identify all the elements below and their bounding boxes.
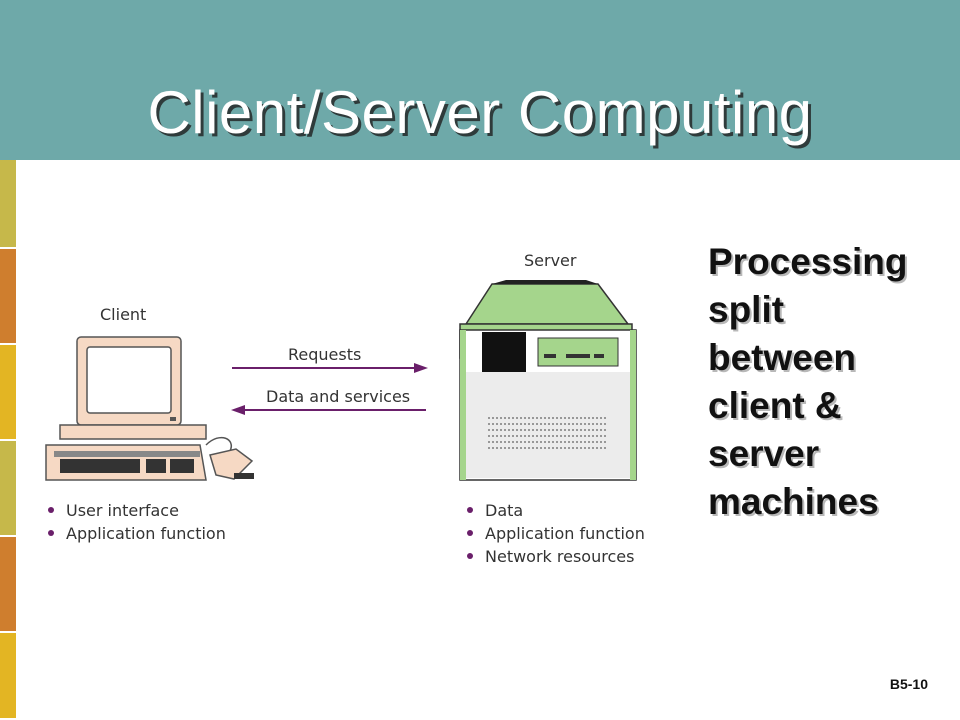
client-bullet-text: User interface	[66, 501, 179, 520]
caption-line: server	[708, 433, 820, 474]
caption-line: client &	[708, 385, 842, 426]
client-bullet-item: Application function	[46, 522, 226, 545]
caption-line: split	[708, 289, 785, 330]
title-bar: Client/Server Computing	[0, 0, 960, 160]
server-bullet-list: Data Application function Network resour…	[465, 499, 645, 568]
server-bullet-item: Network resources	[465, 545, 645, 568]
client-bullet-text: Application function	[66, 524, 226, 543]
data-and-services-label: Data and services	[266, 387, 411, 406]
bullet-dot-icon	[467, 553, 473, 559]
caption-line: between	[708, 337, 857, 378]
bullet-dot-icon	[48, 507, 54, 513]
client-label: Client	[100, 305, 147, 324]
sidebar-segment	[0, 537, 16, 633]
bullet-dot-icon	[467, 507, 473, 513]
caption-line: Processing	[708, 241, 908, 282]
client-server-diagram: Client Server Requests Data and services	[0, 160, 700, 600]
requests-arrow	[232, 363, 428, 373]
sidebar-accent	[0, 160, 16, 720]
client-bullet-item: User interface	[46, 499, 226, 522]
server-machine-icon	[459, 280, 637, 481]
sidebar-segment	[0, 441, 16, 537]
slide-number: B5-10	[889, 676, 928, 692]
sidebar-segment	[0, 633, 16, 720]
sidebar-segment	[0, 249, 16, 345]
bullet-dot-icon	[467, 530, 473, 536]
server-bullet-text: Application function	[485, 524, 645, 543]
requests-label: Requests	[288, 345, 362, 364]
bullet-dot-icon	[48, 530, 54, 536]
server-bullet-item: Data	[465, 499, 645, 522]
processing-caption: Processing split between client & server…	[708, 238, 948, 526]
server-bullet-item: Application function	[465, 522, 645, 545]
server-bullet-text: Data	[485, 501, 524, 520]
server-bullet-text: Network resources	[485, 547, 635, 566]
sidebar-segment	[0, 345, 16, 441]
slide-title: Client/Server Computing	[147, 79, 813, 146]
caption-line: machines	[708, 481, 879, 522]
data-services-arrow	[231, 405, 426, 415]
client-computer-icon	[45, 336, 254, 481]
client-bullet-list: User interface Application function	[46, 499, 226, 545]
sidebar-segment	[0, 160, 16, 249]
server-label: Server	[524, 251, 577, 270]
